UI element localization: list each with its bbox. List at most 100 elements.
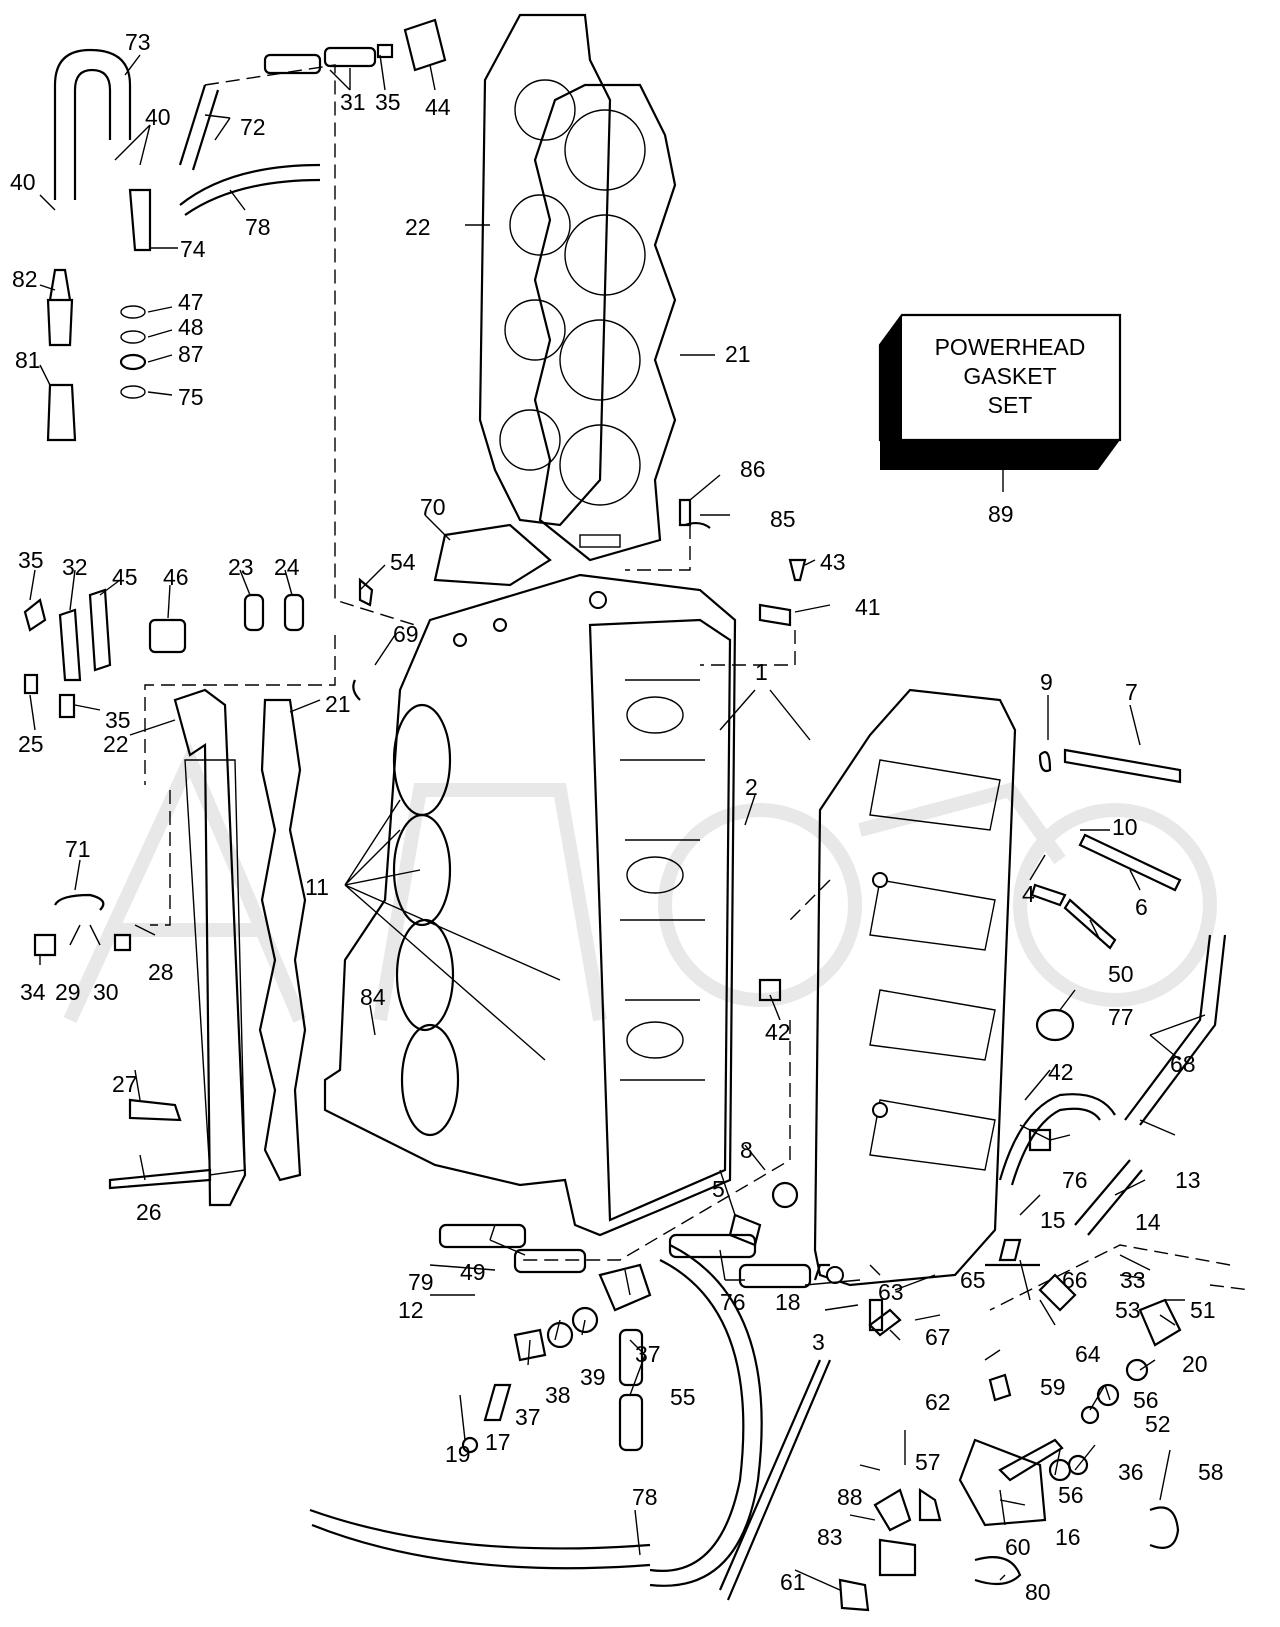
callout-20: 20 bbox=[1182, 1351, 1208, 1377]
callout-9: 9 bbox=[1040, 669, 1053, 695]
callout-63: 63 bbox=[878, 1279, 904, 1305]
callout-12: 12 bbox=[398, 1297, 424, 1323]
callout-68: 68 bbox=[1170, 1051, 1196, 1077]
gasket-box-line-1: POWERHEAD bbox=[935, 334, 1086, 360]
callout-19: 19 bbox=[445, 1441, 471, 1467]
callout-18: 18 bbox=[775, 1289, 801, 1315]
callout-21: 21 bbox=[725, 341, 751, 367]
callout-4: 4 bbox=[1022, 881, 1035, 907]
callout-42-b: 42 bbox=[1048, 1059, 1074, 1085]
exhaust-cover-gasket bbox=[258, 698, 307, 1182]
callout-59: 59 bbox=[1040, 1374, 1066, 1400]
callout-40-b: 40 bbox=[10, 169, 36, 195]
gasket-box-line-3: SET bbox=[988, 392, 1033, 418]
callout-37: 37 bbox=[635, 1341, 661, 1367]
callout-77: 77 bbox=[1108, 1004, 1134, 1030]
callout-60: 60 bbox=[1005, 1534, 1031, 1560]
callout-78: 78 bbox=[245, 214, 271, 240]
callout-28: 28 bbox=[148, 959, 174, 985]
callout-75: 75 bbox=[178, 384, 204, 410]
callout-13: 13 bbox=[1175, 1167, 1201, 1193]
leader-lines bbox=[29, 54, 1206, 1591]
callout-83: 83 bbox=[817, 1524, 843, 1550]
callout-58: 58 bbox=[1198, 1459, 1224, 1485]
callout-38: 38 bbox=[545, 1382, 571, 1408]
callout-62: 62 bbox=[925, 1389, 951, 1415]
callout-66: 66 bbox=[1062, 1267, 1088, 1293]
callout-80: 80 bbox=[1025, 1579, 1051, 1605]
callout-22-b: 22 bbox=[103, 731, 129, 757]
callout-11: 11 bbox=[305, 874, 329, 900]
hoses bbox=[53, 48, 1227, 1601]
callout-17: 17 bbox=[485, 1429, 511, 1455]
callout-6: 6 bbox=[1135, 894, 1148, 920]
callout-88: 88 bbox=[837, 1484, 863, 1510]
callout-1: 1 bbox=[755, 659, 768, 685]
callout-15: 15 bbox=[1040, 1207, 1066, 1233]
callout-86: 86 bbox=[740, 456, 766, 482]
callout-8: 8 bbox=[740, 1137, 753, 1163]
cylinder-block bbox=[323, 573, 737, 1237]
callout-25: 25 bbox=[18, 731, 44, 757]
callout-64: 64 bbox=[1075, 1341, 1101, 1367]
callout-35-b: 35 bbox=[18, 547, 44, 573]
callout-49: 49 bbox=[460, 1259, 486, 1285]
callout-22: 22 bbox=[405, 214, 431, 240]
callout-53: 53 bbox=[1115, 1297, 1141, 1323]
callout-67: 67 bbox=[925, 1324, 951, 1350]
callout-44: 44 bbox=[425, 94, 451, 120]
callout-84: 84 bbox=[360, 984, 386, 1010]
callout-73: 73 bbox=[125, 29, 151, 55]
callout-71: 71 bbox=[65, 836, 91, 862]
callout-31: 31 bbox=[340, 89, 366, 115]
callout-78-b: 78 bbox=[632, 1484, 658, 1510]
callout-74: 74 bbox=[180, 236, 206, 262]
crankcase bbox=[813, 688, 1017, 1287]
callout-76-b: 76 bbox=[720, 1289, 746, 1315]
callout-24: 24 bbox=[274, 554, 300, 580]
callout-23: 23 bbox=[228, 554, 254, 580]
callout-46: 46 bbox=[163, 564, 189, 590]
dashed-group-lines bbox=[144, 64, 1251, 1311]
callout-61: 61 bbox=[780, 1569, 806, 1595]
callout-50: 50 bbox=[1108, 961, 1134, 987]
callout-35: 35 bbox=[375, 89, 401, 115]
gasket-box-line-2: GASKET bbox=[963, 363, 1056, 389]
callout-65: 65 bbox=[960, 1267, 986, 1293]
callout-43: 43 bbox=[820, 549, 846, 575]
callout-47: 47 bbox=[178, 289, 204, 315]
callout-32: 32 bbox=[62, 554, 88, 580]
cylinder-head-gasket-rear bbox=[478, 13, 612, 527]
callout-56-b: 56 bbox=[1058, 1482, 1084, 1508]
callout-34: 34 bbox=[20, 979, 46, 1005]
callout-16: 16 bbox=[1055, 1524, 1081, 1550]
callout-37-b: 37 bbox=[515, 1404, 541, 1430]
callout-56: 56 bbox=[1133, 1387, 1159, 1413]
callout-81: 81 bbox=[15, 347, 41, 373]
callout-labels: 73 40 72 31 35 44 40 78 22 74 82 47 48 8… bbox=[10, 29, 1224, 1605]
callout-52: 52 bbox=[1145, 1411, 1171, 1437]
callout-48: 48 bbox=[178, 314, 204, 340]
callout-26: 26 bbox=[136, 1199, 162, 1225]
callout-14: 14 bbox=[1135, 1209, 1161, 1235]
callout-36: 36 bbox=[1118, 1459, 1144, 1485]
callout-42: 42 bbox=[765, 1019, 791, 1045]
callout-89: 89 bbox=[988, 501, 1014, 527]
callout-55: 55 bbox=[670, 1384, 696, 1410]
callout-10: 10 bbox=[1112, 814, 1138, 840]
callout-51: 51 bbox=[1190, 1297, 1216, 1323]
gasket-set-box: POWERHEAD GASKET SET bbox=[878, 313, 1122, 492]
callout-3: 3 bbox=[812, 1329, 825, 1355]
callout-5: 5 bbox=[712, 1176, 725, 1202]
callout-82: 82 bbox=[12, 266, 38, 292]
callout-72: 72 bbox=[240, 114, 266, 140]
callout-21-b: 21 bbox=[325, 691, 351, 717]
callout-45: 45 bbox=[112, 564, 138, 590]
callout-7: 7 bbox=[1125, 679, 1138, 705]
callout-33: 33 bbox=[1120, 1267, 1146, 1293]
callout-27: 27 bbox=[112, 1071, 138, 1097]
callout-79: 79 bbox=[408, 1269, 434, 1295]
callout-29: 29 bbox=[55, 979, 81, 1005]
callout-54: 54 bbox=[390, 549, 416, 575]
